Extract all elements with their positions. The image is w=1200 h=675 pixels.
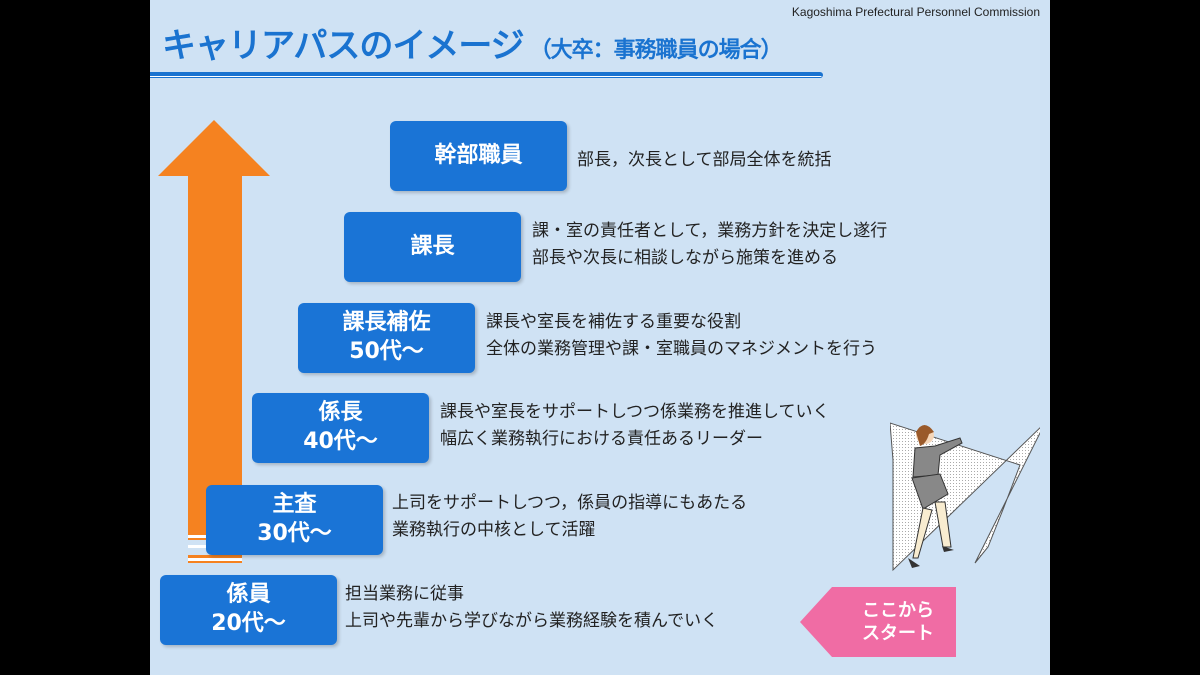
description-line: 上司や先輩から学びながら業務経験を積んでいく <box>345 611 719 631</box>
start-line-1: ここから <box>862 599 934 621</box>
level-age: 50代～ <box>349 339 424 364</box>
level-age: 40代～ <box>303 429 378 454</box>
level-box: 課長補佐 50代～ <box>298 303 475 373</box>
level-title: 課長 <box>410 233 455 259</box>
level-description: 上司をサポートしつつ，係員の指導にもあたる業務執行の中核として活躍 <box>392 490 747 544</box>
level-title: 係員 <box>226 582 271 608</box>
description-line: 幅広く業務執行における責任あるリーダー <box>440 429 763 449</box>
slide: Kagoshima Prefectural Personnel Commissi… <box>150 0 1050 675</box>
organization-label: Kagoshima Prefectural Personnel Commissi… <box>791 5 1040 19</box>
description-line: 担当業務に従事 <box>345 584 464 604</box>
title-main: キャリアパスのイメージ <box>162 26 525 66</box>
level-description: 課長や室長を補佐する重要な役割全体の業務管理や課・室職員のマネジメントを行う <box>486 309 877 363</box>
level-box: 係長 40代～ <box>252 393 429 463</box>
title-subtitle: （大卒：事務職員の場合） <box>529 38 783 63</box>
level-box: 課長 <box>344 212 521 282</box>
start-here-badge: ここからスタート <box>800 587 956 657</box>
description-line: 業務執行の中核として活躍 <box>392 520 596 540</box>
description-line: 部長や次長に相談しながら施策を進める <box>532 248 838 268</box>
description-line: 部長，次長として部局全体を統括 <box>577 150 832 170</box>
description-line: 課・室の責任者として，業務方針を決定し遂行 <box>532 221 888 241</box>
level-description: 部長，次長として部局全体を統括 <box>577 147 832 174</box>
description-line: 課長や室長をサポートしつつ係業務を推進していく <box>440 402 830 422</box>
level-title: 課長補佐 <box>342 310 431 336</box>
level-title: 幹部職員 <box>434 142 523 168</box>
level-age: 30代～ <box>257 521 332 546</box>
woman-climbing-stairs-illustration <box>890 422 1040 572</box>
level-box: 係員 20代～ <box>160 575 337 645</box>
page-title: キャリアパスのイメージ（大卒：事務職員の場合） <box>162 18 783 67</box>
start-line-2: スタート <box>862 623 934 644</box>
level-description: 課・室の責任者として，業務方針を決定し遂行部長や次長に相談しながら施策を進める <box>532 218 887 272</box>
level-box: 主査 30代～ <box>206 485 383 555</box>
level-age: 20代～ <box>211 611 286 636</box>
level-description: 課長や室長をサポートしつつ係業務を推進していく幅広く業務執行における責任あるリー… <box>440 399 829 453</box>
title-underline <box>150 72 823 78</box>
level-title: 主査 <box>272 492 317 518</box>
level-box: 幹部職員 <box>390 121 567 191</box>
description-line: 上司をサポートしつつ，係員の指導にもあたる <box>392 493 748 513</box>
description-line: 全体の業務管理や課・室職員のマネジメントを行う <box>486 339 877 359</box>
level-description: 担当業務に従事上司や先輩から学びながら業務経験を積んでいく <box>345 581 718 635</box>
level-title: 係長 <box>318 400 363 426</box>
description-line: 課長や室長を補佐する重要な役割 <box>486 312 741 332</box>
